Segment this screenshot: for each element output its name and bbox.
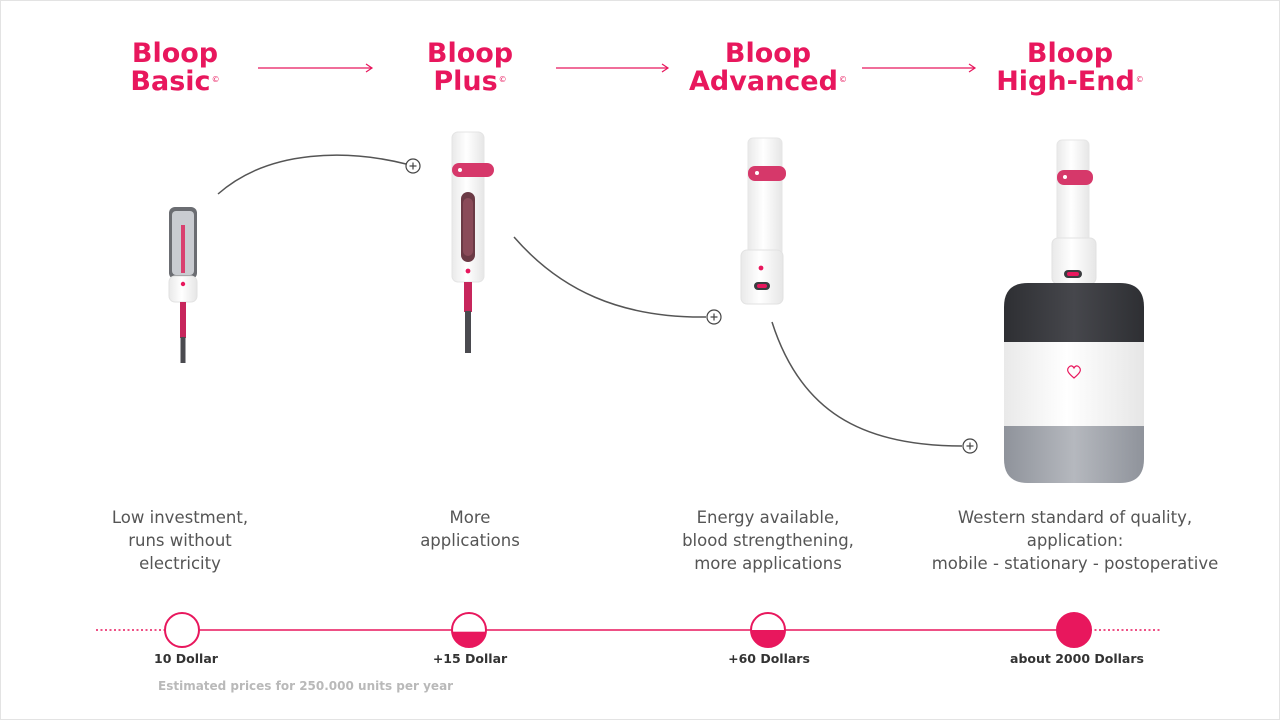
title-advanced: Bloop Advanced©: [648, 40, 888, 96]
desc-line: electricity: [139, 554, 221, 573]
price-marker-0: [164, 612, 200, 648]
price-basic: 10 Dollar: [154, 651, 218, 666]
price-advanced: +60 Dollars: [728, 651, 810, 666]
device-high-end-illustration: [1004, 139, 1144, 483]
price-plus: +15 Dollar: [432, 651, 508, 666]
title-plus-line2: Plus: [433, 66, 498, 97]
desc-line: more applications: [694, 554, 842, 573]
arrow-right-icon: [258, 63, 374, 73]
price-marker-1: [451, 612, 487, 648]
heart-logo-icon: [1067, 365, 1081, 379]
desc-line: mobile - stationary - postoperative: [931, 554, 1219, 573]
title-plus-line1: Bloop: [426, 38, 514, 69]
marker-ring: [164, 612, 200, 648]
marker-fill: [751, 630, 785, 647]
plus-circle-icon: [405, 158, 421, 174]
arrow-right-icon: [862, 63, 977, 73]
title-basic: Bloop Basic©: [55, 40, 295, 96]
price-high-end: about 2000 Dollars: [1010, 651, 1144, 666]
price-marker-3: [1056, 612, 1092, 648]
plus-circle-icon: [962, 438, 978, 454]
desc-plus: More applications: [350, 506, 590, 552]
desc-high-end: Western standard of quality, application…: [915, 506, 1235, 575]
title-plus: Bloop Plus©: [350, 40, 590, 96]
marker-fill: [452, 631, 486, 647]
marker-ring: [1056, 612, 1092, 648]
marker-background: [165, 613, 199, 647]
marker-ring: [750, 612, 786, 648]
arrow-right-icon: [556, 63, 670, 73]
device-basic-illustration: [168, 207, 198, 363]
connector-curve: [771, 321, 963, 447]
desc-line: More: [449, 508, 491, 527]
desc-line: Energy available,: [696, 508, 840, 527]
title-advanced-line2: Advanced: [689, 66, 838, 97]
desc-line: runs without: [128, 531, 232, 550]
title-basic-line2: Basic: [130, 66, 211, 97]
title-high-end: Bloop High-End©: [950, 40, 1190, 96]
device-advanced-illustration: [740, 137, 786, 305]
desc-basic: Low investment, runs without electricity: [60, 506, 300, 575]
desc-line: Western standard of quality,: [957, 508, 1193, 527]
price-markers: [164, 612, 1092, 648]
desc-line: blood strengthening,: [682, 531, 854, 550]
device-plus-illustration: [451, 131, 494, 353]
desc-line: application:: [1026, 531, 1124, 550]
desc-line: Low investment,: [111, 508, 249, 527]
connector-curve: [513, 236, 707, 318]
plus-circle-icon: [706, 309, 722, 325]
copyright-mark: ©: [1135, 75, 1144, 84]
copyright-mark: ©: [838, 75, 847, 84]
title-advanced-line1: Bloop: [724, 38, 812, 69]
price-marker-2: [750, 612, 786, 648]
title-high-end-line1: Bloop: [1026, 38, 1114, 69]
connector-curve: [217, 154, 407, 195]
copyright-mark: ©: [498, 75, 507, 84]
desc-line: applications: [420, 531, 520, 550]
marker-ring: [451, 612, 487, 648]
title-basic-line1: Bloop: [131, 38, 219, 69]
copyright-mark: ©: [211, 75, 220, 84]
desc-advanced: Energy available, blood strengthening, m…: [638, 506, 898, 575]
footnote: Estimated prices for 250.000 units per y…: [158, 679, 454, 693]
title-high-end-line2: High-End: [996, 66, 1135, 97]
